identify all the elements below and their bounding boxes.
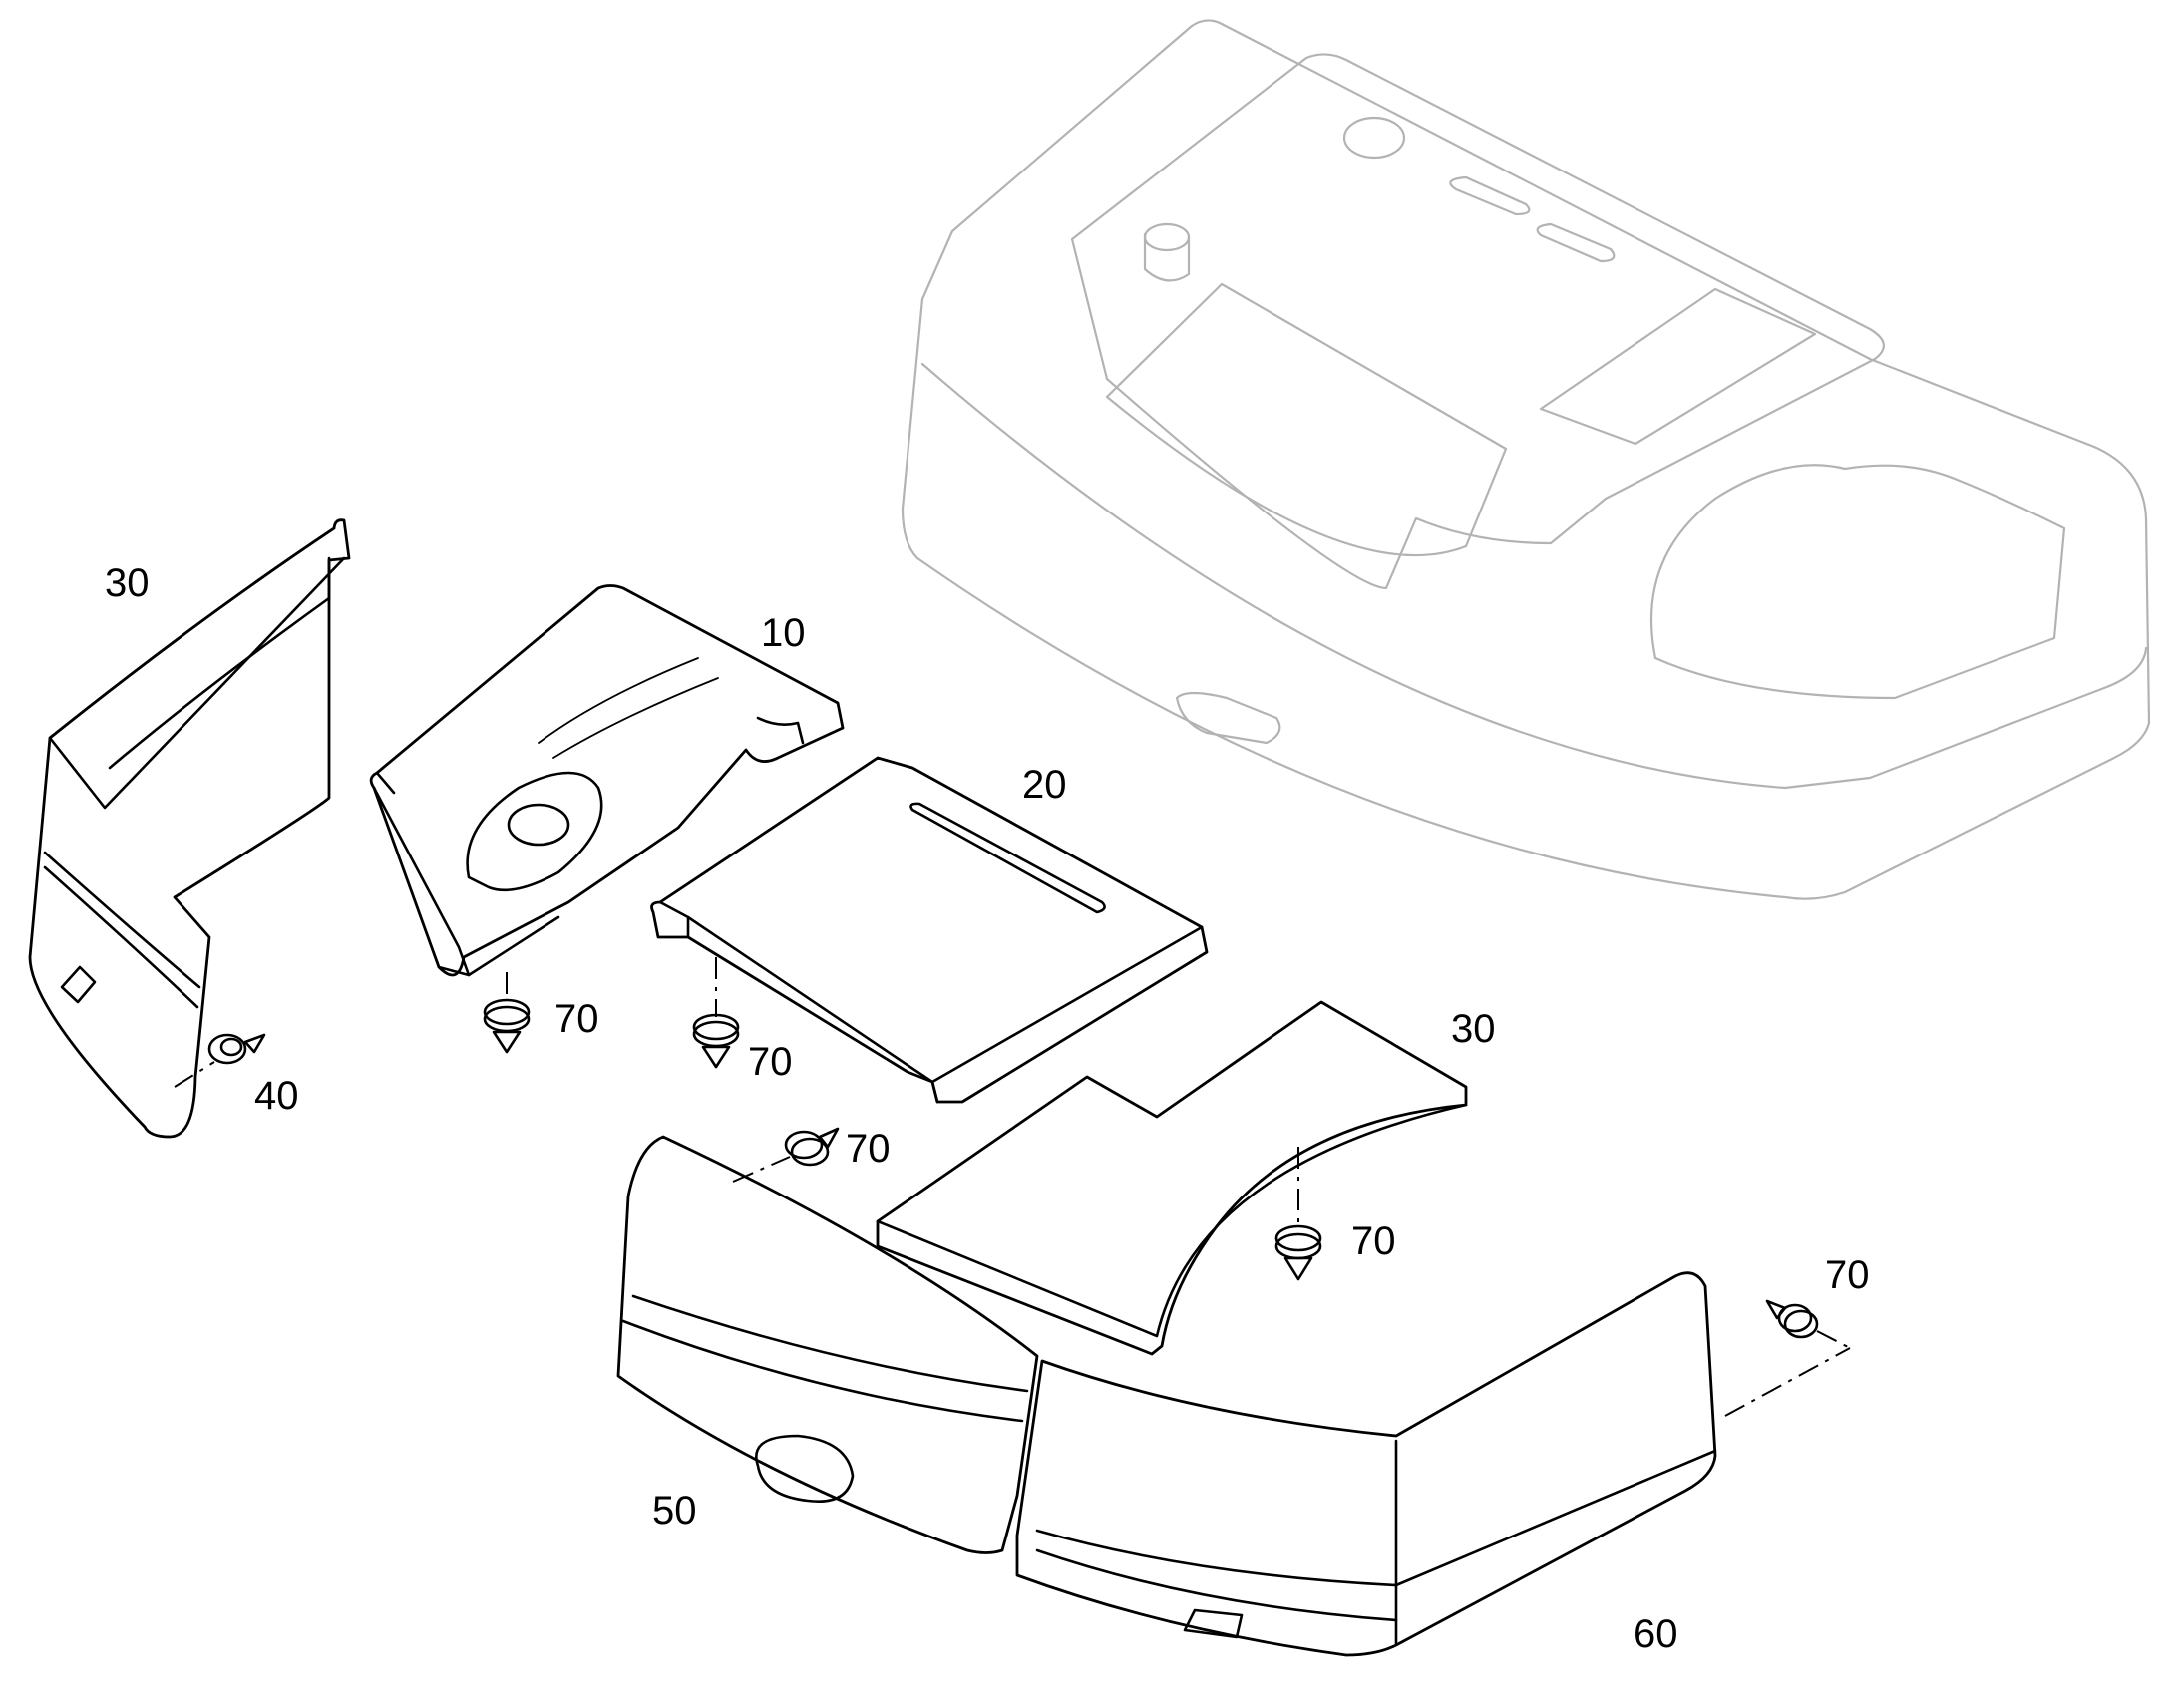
callout-60: 60 bbox=[1634, 1612, 1678, 1656]
callout-70-c: 70 bbox=[846, 1127, 891, 1171]
part-10-top-cover bbox=[369, 584, 845, 977]
clip-70-e bbox=[1724, 1299, 1851, 1417]
callout-50: 50 bbox=[652, 1489, 697, 1533]
callout-70-d: 70 bbox=[1351, 1219, 1396, 1263]
callout-30-right: 30 bbox=[1451, 1007, 1496, 1051]
assembled-housing-ghost bbox=[901, 19, 2151, 900]
part-60-side-bumper bbox=[1015, 1271, 1717, 1657]
part-50-front-bumper bbox=[616, 1135, 1039, 1554]
callout-70-b: 70 bbox=[748, 1040, 793, 1084]
clip-70-d bbox=[1274, 1147, 1322, 1281]
callout-10: 10 bbox=[761, 611, 806, 655]
callout-70-a: 70 bbox=[554, 997, 599, 1041]
clip-70-a bbox=[483, 972, 531, 1054]
part-30-left-panel bbox=[28, 518, 351, 1139]
clip-40 bbox=[174, 1033, 266, 1088]
part-30-right-plate bbox=[876, 1000, 1468, 1356]
callout-40: 40 bbox=[254, 1074, 299, 1118]
callout-30-left: 30 bbox=[105, 561, 150, 605]
part-20-flat-plate bbox=[650, 756, 1209, 1104]
callout-labels: 30 10 20 70 70 40 30 70 70 70 50 60 bbox=[105, 561, 1870, 1656]
callout-20: 20 bbox=[1022, 763, 1067, 807]
clip-70-b bbox=[692, 957, 740, 1069]
clip-70-c bbox=[732, 1127, 840, 1183]
callout-70-e: 70 bbox=[1825, 1253, 1870, 1297]
